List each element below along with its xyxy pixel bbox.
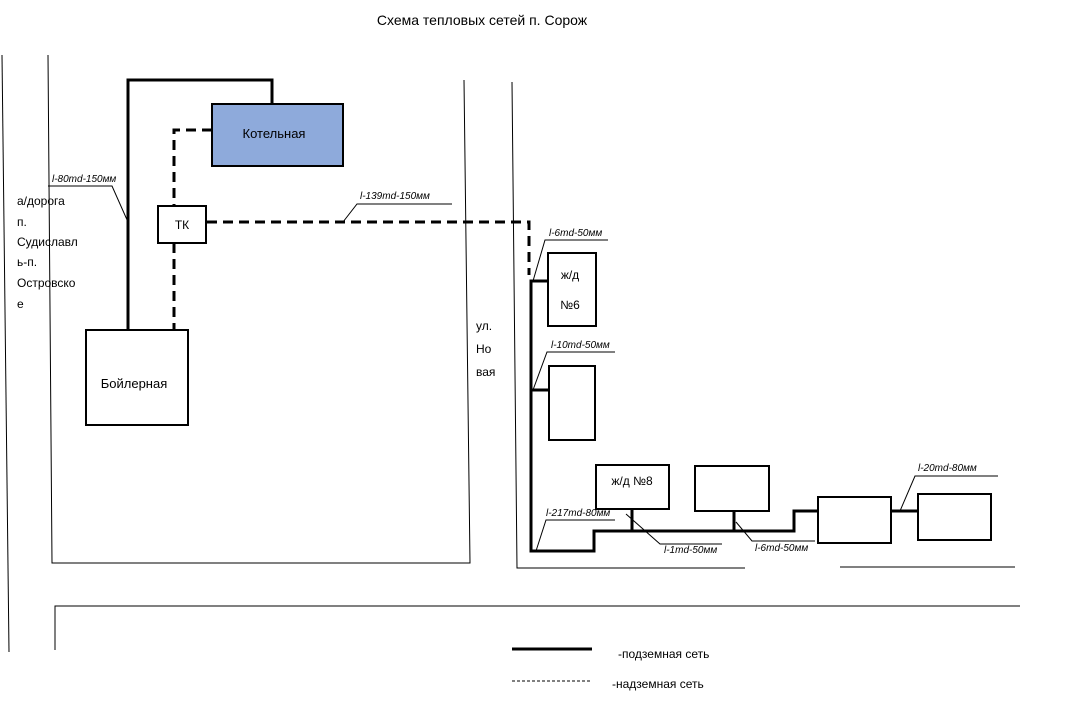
tk-chamber: ТК — [157, 205, 207, 244]
legend-overground-label: -надземная сеть — [612, 677, 704, 691]
road-outlines — [1, 54, 1020, 653]
pipe-label-text: l-139md-150мм — [360, 191, 430, 202]
pipe-label-l6b: l-6md-50мм — [735, 521, 815, 554]
street-label-line: ул. — [476, 319, 492, 333]
road-label-line: Судиславл — [17, 235, 78, 249]
house-6: ж/д №6 — [547, 252, 597, 327]
pipe-label-text: l-6md-50мм — [755, 543, 808, 554]
kotelnaya-building: Котельная — [211, 103, 344, 167]
house-6-label-line2: №6 — [560, 298, 580, 312]
street-label: ул. Но вая — [476, 319, 495, 379]
house-6-label-line1: ж/д — [561, 268, 579, 282]
pipe-label-l10: l-10md-50мм — [532, 340, 615, 391]
house-8-label: ж/д №8 — [611, 474, 653, 488]
road-label-line: е — [17, 297, 24, 311]
pipe-label-l80: l-80md-150мм — [48, 174, 129, 223]
pipe-label-l217: l-217md-80мм — [535, 508, 615, 552]
house-unnamed-4 — [917, 493, 992, 541]
house-unnamed-3 — [817, 496, 892, 544]
house-unnamed-2 — [694, 465, 770, 512]
overground-network — [172, 128, 531, 330]
road-label-line: ь-п. — [17, 255, 37, 269]
pipe-label-l20: l-20md-80мм — [899, 463, 998, 512]
road-label-line: а/дорога — [17, 194, 65, 208]
pipe-label-text: l-1md-50мм — [664, 545, 717, 556]
boilernaya-label: Бойлерная — [101, 376, 168, 391]
legend-underground-label: -подземная сеть — [618, 647, 709, 661]
pipe-label-text: l-10md-50мм — [551, 340, 610, 351]
road-label: а/дорога п. Судиславл ь-п. Островско е — [17, 194, 78, 311]
pipe-label-text: l-6md-50мм — [549, 228, 602, 239]
pipe-label-text: l-80md-150мм — [52, 174, 116, 185]
legend: -подземная сеть -надземная сеть — [512, 647, 709, 691]
pipe-label-text: l-20md-80мм — [918, 463, 977, 474]
house-8: ж/д №8 — [595, 464, 670, 510]
pipe-label-l1: l-1md-50мм — [625, 513, 722, 556]
pipe-label-text: l-217md-80мм — [546, 508, 610, 519]
street-label-line: Но — [476, 342, 492, 356]
pipe-label-l6a: l-6md-50мм — [532, 228, 608, 282]
house-unnamed-1 — [548, 365, 596, 441]
kotelnaya-label: Котельная — [243, 126, 306, 141]
road-label-line: Островско — [17, 276, 76, 290]
tk-label: ТК — [175, 218, 189, 232]
diagram-title: Схема тепловых сетей п. Сорож — [377, 12, 588, 28]
road-label-line: п. — [17, 215, 27, 229]
pipe-label-l139: l-139md-150мм — [342, 191, 452, 223]
underground-network — [126, 78, 918, 553]
boilernaya-building: Бойлерная — [85, 329, 189, 426]
street-label-line: вая — [476, 365, 495, 379]
